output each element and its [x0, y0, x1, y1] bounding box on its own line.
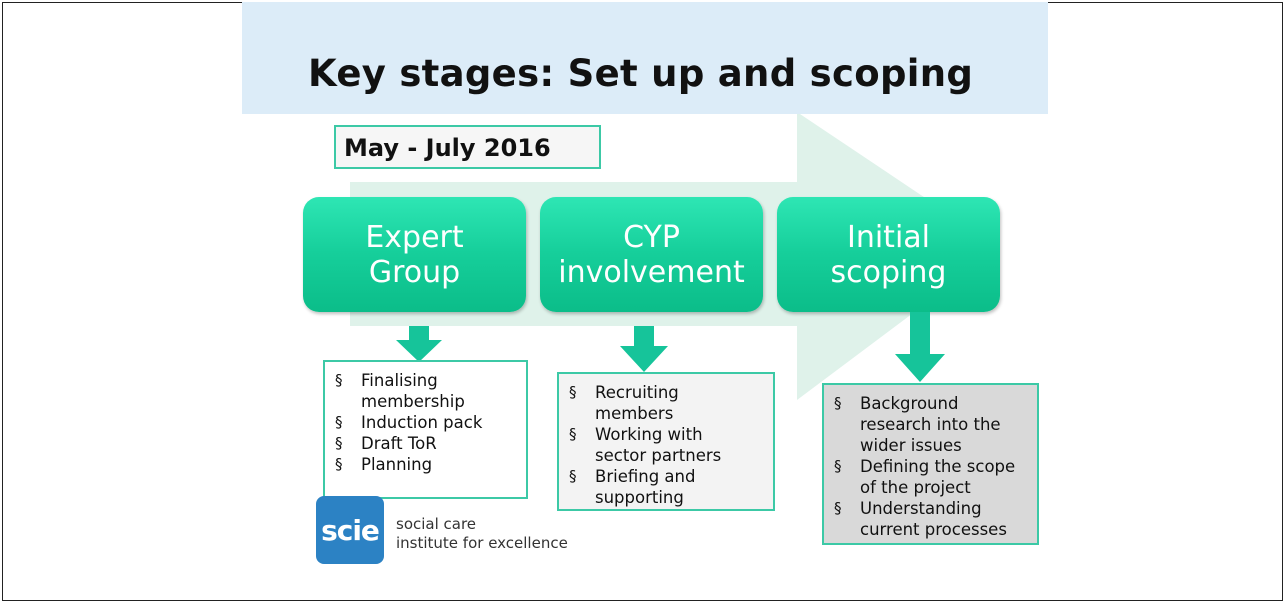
down-arrow-icon	[620, 326, 668, 372]
bullet-icon: §	[569, 383, 577, 401]
list-item: § Recruiting members	[567, 382, 765, 424]
bullet-icon: §	[335, 371, 343, 389]
down-arrow-icon	[895, 312, 945, 382]
list-item-text: Planning	[361, 455, 433, 474]
scie-logo: scie	[316, 496, 384, 564]
list-item-text: Briefing and supporting	[595, 467, 696, 507]
stage-label: CYP involvement	[558, 219, 745, 290]
cyp-involvement-task-list: § Recruiting members § Working with sector…	[557, 372, 775, 511]
list-item: § Finalising membership	[333, 370, 518, 412]
bullet-icon: §	[569, 425, 577, 443]
list-item: § Background research into the wider issu…	[832, 393, 1029, 456]
list-item-text: Induction pack	[361, 413, 483, 432]
list-item: § Working with sector partners	[567, 424, 765, 466]
date-range-text: May - July 2016	[344, 134, 551, 162]
bullet-icon: §	[834, 394, 842, 412]
logo-text-line1: social care	[396, 515, 477, 533]
slide-title: Key stages: Set up and scoping	[308, 52, 974, 95]
stage-expert-group: Expert Group	[303, 197, 526, 312]
list-item-text: Background research into the wider issue…	[860, 394, 1001, 455]
stage-label: Initial scoping	[830, 219, 947, 290]
title-band	[242, 2, 1048, 114]
list-item-text: Understanding current processes	[860, 499, 1007, 539]
expert-group-task-list: § Finalising membership § Induction pack §…	[323, 360, 528, 499]
list-item: § Induction pack	[333, 412, 518, 433]
initial-scoping-task-list: § Background research into the wider issu…	[822, 383, 1039, 545]
logo-mark: scie	[321, 513, 380, 547]
stage-label: Expert Group	[365, 219, 464, 290]
list-item: § Planning	[333, 454, 518, 475]
list-item: § Defining the scope of the project	[832, 456, 1029, 498]
down-arrow-icon	[396, 326, 442, 362]
bullet-icon: §	[834, 499, 842, 517]
bullet-icon: §	[834, 457, 842, 475]
stage-cyp-involvement: CYP involvement	[540, 197, 763, 312]
list-item-text: Recruiting members	[595, 383, 679, 423]
bullet-icon: §	[335, 434, 343, 452]
date-range-box: May - July 2016	[334, 125, 601, 169]
list-item: § Understanding current processes	[832, 498, 1029, 540]
list-item: § Briefing and supporting	[567, 466, 765, 508]
list-item-text: Finalising membership	[361, 371, 465, 411]
logo-text-line2: institute for excellence	[396, 534, 568, 552]
list-item: § Draft ToR	[333, 433, 518, 454]
list-item-text: Working with sector partners	[595, 425, 722, 465]
list-item-text: Draft ToR	[361, 434, 437, 453]
bullet-icon: §	[569, 467, 577, 485]
list-item-text: Defining the scope of the project	[860, 457, 1016, 497]
stage-initial-scoping: Initial scoping	[777, 197, 1000, 312]
bullet-icon: §	[335, 413, 343, 431]
bullet-icon: §	[335, 455, 343, 473]
